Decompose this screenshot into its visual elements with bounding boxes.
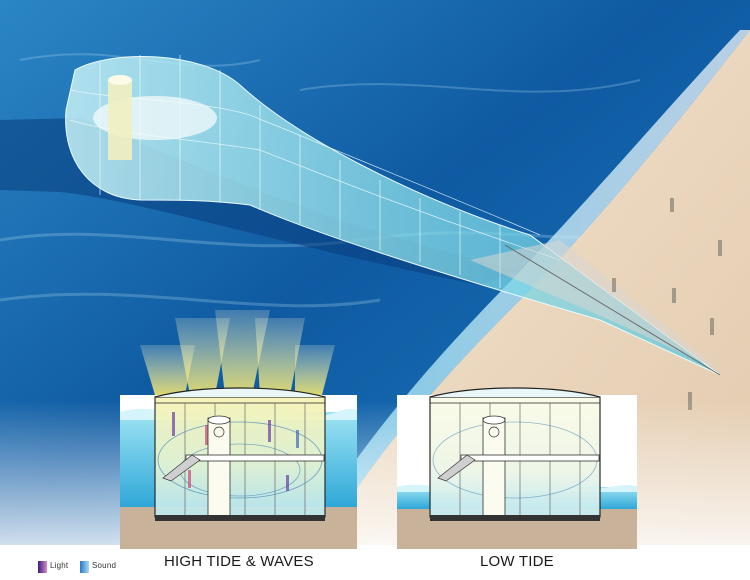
section-high-tide xyxy=(120,310,357,549)
legend-light-label: Light xyxy=(50,561,69,570)
legend-sound-label: Sound xyxy=(92,561,117,570)
high-tide-label: HIGH TIDE & WAVES xyxy=(164,553,314,570)
stair-tower xyxy=(108,80,132,160)
legend-sound-swatch xyxy=(80,561,89,573)
light-rays xyxy=(140,310,335,395)
tower-top xyxy=(108,75,132,85)
caption-band xyxy=(0,545,750,580)
legend-light-swatch xyxy=(38,561,47,573)
light-streaks xyxy=(172,412,299,491)
walkway-edge xyxy=(504,244,721,376)
low-tide-label: LOW TIDE xyxy=(480,553,554,570)
section-low-tide xyxy=(397,387,637,549)
shoreline-surf xyxy=(280,30,750,580)
